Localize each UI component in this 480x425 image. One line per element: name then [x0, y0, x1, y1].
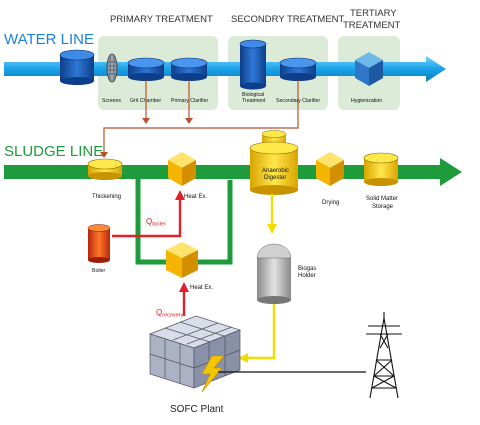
thickening-tank: [87, 158, 123, 180]
boiler-tank: [87, 224, 111, 263]
anaerobic-digester-label-2: Digester: [264, 175, 286, 181]
solid-matter-label-2: Storage: [372, 204, 394, 210]
secondary-clarifier-tank: [279, 57, 317, 81]
hygienization-cube: [355, 52, 383, 86]
biological-treatment-tank: [239, 39, 267, 90]
heat-ex-2-label: Heat Ex.: [190, 285, 213, 291]
anaerobic-digester-tank: [249, 130, 299, 195]
primary-clarifier-tank: [170, 57, 208, 81]
drying-unit: [316, 152, 344, 186]
biogas-holder-label-2: Holder: [298, 273, 316, 279]
tertiary-treatment-title-2: TREATMENT: [343, 20, 401, 31]
water-inlet-tank: [59, 49, 95, 85]
solid-matter-label: Solid Matter: [366, 196, 398, 202]
q-recovery-main: Q: [156, 308, 162, 317]
water-line-title: WATER LINE: [4, 31, 94, 48]
heat-exchanger-1: [168, 152, 196, 186]
biogas-flow-to-sofc: [238, 304, 276, 363]
q-recovery-label: Qrecovery: [156, 308, 184, 319]
q-boiler-flow: [112, 190, 185, 238]
tertiary-treatment-title: TERTIARY: [350, 8, 397, 19]
biogas-holder-label: Biogas: [298, 266, 316, 272]
biological-treatment-label-2: Treatment: [242, 98, 266, 104]
sofc-plant-label: SOFC Plant: [170, 404, 224, 415]
screens-icon: [106, 53, 118, 83]
heat-ex-1-label: Heat Ex.: [184, 194, 207, 200]
biogas-holder: [256, 243, 292, 304]
grit-chamber-tank: [127, 57, 165, 81]
solid-matter-storage-tank: [363, 152, 399, 186]
heat-exchanger-2: [166, 242, 198, 278]
sludge-line-title: SLUDGE LINE: [4, 143, 103, 160]
sofc-plant-modules: [148, 315, 242, 389]
q-boiler-sub: boiler: [152, 222, 166, 228]
lightning-bolt-icon: [201, 355, 225, 393]
secondary-treatment-title: SECONDRY TREATMENT: [231, 14, 345, 25]
transmission-tower-icon: [366, 312, 402, 399]
sludge-feed-arrowheads: [100, 118, 193, 158]
q-boiler-label: Qboiler: [146, 217, 166, 228]
biological-treatment-label: Biological: [242, 92, 264, 98]
drying-label: Drying: [322, 200, 339, 206]
q-boiler-main: Q: [146, 217, 152, 226]
boiler-label: Boiler: [92, 268, 106, 274]
screens-label: Screens: [102, 98, 121, 104]
q-recovery-sub: recovery: [162, 313, 183, 319]
biogas-flow-to-holder: [267, 194, 277, 234]
primary-clarifier-label: Primary Clarifier: [171, 98, 208, 104]
q-recovery-flow: [179, 282, 189, 316]
primary-treatment-title: PRIMARY TREATMENT: [110, 14, 213, 25]
anaerobic-digester-label: Anaerobic: [262, 168, 289, 174]
hygienization-label: Hygienization: [351, 98, 382, 104]
thickening-label: Thickening: [92, 194, 121, 200]
